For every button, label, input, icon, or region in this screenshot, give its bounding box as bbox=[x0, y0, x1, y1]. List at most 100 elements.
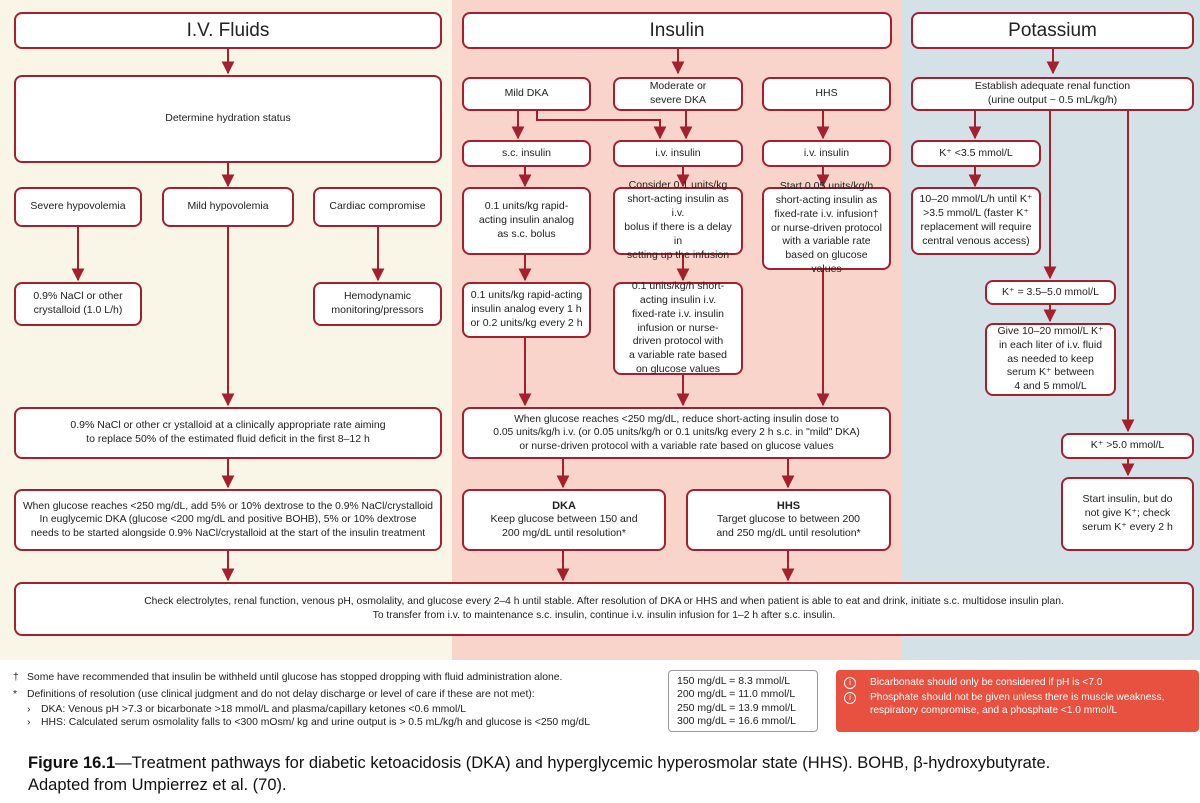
renal-line-1: Establish adequate renal function bbox=[974, 80, 1131, 93]
potassium-header-text: Potassium bbox=[1008, 19, 1097, 41]
reduce-dose-box: When glucose reaches <250 mg/dL, reduce … bbox=[462, 407, 891, 459]
dka-target-line-2: 200 mg/dL until resolution* bbox=[502, 527, 626, 540]
k-low-tx-line-4: central venous access) bbox=[922, 234, 1030, 247]
dagger-symbol: † bbox=[13, 672, 19, 683]
phosphate-warning-line-2: respiratory compromise, and a phosphate … bbox=[870, 705, 1118, 717]
start-line-2: short-acting insulin as bbox=[775, 193, 878, 206]
dextrose-box: When glucose reaches <250 mg/dL, add 5% … bbox=[14, 489, 442, 551]
dka-bullet: › bbox=[27, 704, 31, 715]
iv-fluids-header-text: I.V. Fluids bbox=[186, 19, 270, 41]
start-line-5: with a variable rate bbox=[782, 235, 871, 248]
moderate-severe-dka-box: Moderate or severe DKA bbox=[613, 77, 743, 111]
consider-line-4: setting up the infusion bbox=[626, 248, 730, 261]
nacl-crystalloid-box: 0.9% NaCl or other crystalloid (1.0 L/h) bbox=[14, 282, 142, 326]
nacl-crystalloid-line-1: 0.9% NaCl or other bbox=[33, 290, 123, 303]
k-high-box: K⁺ >5.0 mmol/L bbox=[1061, 433, 1194, 459]
k-low-tx-line-1: 10–20 mmol/L/h until K⁺ bbox=[919, 193, 1033, 206]
hhs-target-title: HHS bbox=[776, 499, 801, 512]
sc-insulin-text: s.c. insulin bbox=[501, 146, 552, 159]
dka-resolution-text: Venous pH >7.3 or bicarbonate >18 mmol/L… bbox=[68, 704, 467, 715]
dka-resolution-label: DKA: bbox=[41, 704, 66, 715]
k-mid-tx-line-2: in each liter of i.v. fluid bbox=[998, 338, 1103, 351]
reduce-line-3: or nurse-driven protocol with a variable… bbox=[519, 440, 834, 452]
hhs-bullet: › bbox=[27, 717, 31, 728]
moderate-dka-line-1: Moderate or bbox=[649, 80, 707, 93]
beta-symbol: β bbox=[913, 754, 923, 772]
dextrose-line-1: When glucose reaches <250 mg/dL, add 5% … bbox=[22, 500, 434, 512]
caption-text-1: —Treatment pathways for diabetic ketoaci… bbox=[115, 754, 914, 772]
hemodynamic-monitoring-box: Hemodynamic monitoring/pressors bbox=[313, 282, 442, 326]
dagger-text: Some have recommended that insulin be wi… bbox=[27, 672, 563, 683]
rapid-line-3: or 0.2 units/kg every 2 h bbox=[470, 316, 583, 329]
check-electrolytes-box: Check electrolytes, renal function, veno… bbox=[14, 582, 1194, 636]
reduce-line-1: When glucose reaches <250 mg/dL, reduce … bbox=[514, 413, 839, 425]
fluid-replacement-box: 0.9% NaCl or other cr ystalloid at a cli… bbox=[14, 407, 442, 459]
caption-text-2: -hydroxybutyrate. bbox=[922, 754, 1051, 772]
footnote-hhs: ›HHS: Calculated serum osmolality falls … bbox=[27, 716, 590, 730]
conversion-250: 250 mg/dL = 13.9 mmol/L bbox=[677, 701, 796, 714]
hhs-text: HHS bbox=[815, 87, 838, 100]
short-acting-infusion-box: 0.1 units/kg/h short- acting insulin i.v… bbox=[613, 280, 743, 376]
star-symbol: * bbox=[13, 689, 18, 700]
iv-insulin-box-dka: i.v. insulin bbox=[613, 140, 743, 167]
k-high-text: K⁺ >5.0 mmol/L bbox=[1090, 439, 1165, 452]
potassium-header: Potassium bbox=[911, 12, 1194, 49]
k-high-tx-line-3: serum K⁺ every 2 h bbox=[1082, 520, 1173, 533]
renal-function-box: Establish adequate renal function (urine… bbox=[911, 77, 1194, 111]
k-mid-tx-line-3: as needed to keep bbox=[1007, 352, 1094, 365]
sc-bolus-box: 0.1 units/kg rapid- acting insulin analo… bbox=[462, 187, 591, 255]
short-line-4: infusion or nurse- bbox=[637, 321, 719, 334]
short-line-7: on glucose values bbox=[635, 363, 721, 376]
hemodynamic-line-1: Hemodynamic bbox=[343, 290, 412, 303]
start-line-3: fixed-rate i.v. infusion† bbox=[774, 207, 879, 220]
start-line-6: based on glucose values bbox=[785, 249, 868, 276]
iv-insulin-hhs-text: i.v. insulin bbox=[803, 146, 850, 159]
start-infusion-box: Start 0.05 units/kg/h short-acting insul… bbox=[762, 180, 891, 275]
iv-insulin-dka-text: i.v. insulin bbox=[655, 146, 701, 159]
footnote-star: * Definitions of resolution (use clinical… bbox=[13, 688, 535, 702]
mild-dka-box: Mild DKA bbox=[462, 77, 591, 111]
caption-adapted: Adapted from Umpierrez et al. (70). bbox=[28, 776, 287, 795]
fluid-replacement-line-1: 0.9% NaCl or other cr ystalloid at a cli… bbox=[70, 419, 386, 432]
short-line-3: fixed-rate i.v. insulin bbox=[631, 307, 724, 320]
start-line-1: Start 0.05 units/kg/h bbox=[779, 180, 874, 192]
dka-target-title: DKA bbox=[552, 499, 576, 512]
cardiac-compromise-text: Cardiac compromise bbox=[329, 200, 426, 213]
figure-caption: Figure 16.1—Treatment pathways for diabe… bbox=[28, 752, 1188, 797]
short-line-5: driven protocol with bbox=[632, 335, 724, 348]
warning-box: i Bicarbonate should only be considered … bbox=[836, 670, 1199, 732]
figure-label: Figure 16.1 bbox=[28, 754, 116, 772]
star-text: Definitions of resolution (use clinical … bbox=[27, 689, 535, 700]
fluid-replacement-line-2: to replace 50% of the estimated fluid de… bbox=[86, 433, 370, 445]
renal-line-2: (urine output ~ 0.5 mL/kg/h) bbox=[987, 94, 1118, 106]
k-low-tx-line-3: replacement will require bbox=[920, 221, 1032, 233]
dka-target-box: DKA Keep glucose between 150 and 200 mg/… bbox=[462, 489, 666, 551]
k-high-tx-line-2: not give K⁺; check bbox=[1084, 507, 1171, 520]
consider-line-1: Consider 0.1 units/kg bbox=[628, 179, 728, 192]
sc-bolus-line-3: as s.c. bolus bbox=[497, 227, 556, 240]
hhs-target-line-2: and 250 mg/dL until resolution* bbox=[716, 527, 861, 540]
conversion-200: 200 mg/dL = 11.0 mmol/L bbox=[677, 688, 796, 701]
bicarbonate-warning-text: Bicarbonate should only be considered if… bbox=[870, 677, 1103, 688]
short-line-6: a variable rate based bbox=[628, 349, 728, 362]
footnote-dagger: † Some have recommended that insulin be w… bbox=[13, 671, 562, 685]
hemodynamic-line-2: monitoring/pressors bbox=[331, 304, 424, 316]
phosphate-warning-line-1: Phosphate should not be given unless the… bbox=[870, 692, 1165, 704]
hhs-target-line-1: Target glucose to between 200 bbox=[716, 513, 861, 526]
nacl-crystalloid-line-2: crystalloid (1.0 L/h) bbox=[33, 304, 123, 316]
mild-dka-text: Mild DKA bbox=[504, 87, 549, 100]
k-low-text: K⁺ <3.5 mmol/L bbox=[939, 146, 1013, 159]
rapid-line-1: 0.1 units/kg rapid-acting bbox=[470, 289, 583, 302]
check-line-2: To transfer from i.v. to maintenance s.c… bbox=[372, 610, 836, 621]
k-mid-box: K⁺ = 3.5–5.0 mmol/L bbox=[985, 280, 1116, 305]
k-mid-tx-line-1: Give 10–20 mmol/L K⁺ bbox=[997, 324, 1104, 337]
mild-hypovolemia-box: Mild hypovolemia bbox=[162, 187, 294, 227]
k-low-treatment-box: 10–20 mmol/L/h until K⁺ >3.5 mmol/L (fas… bbox=[911, 187, 1041, 255]
check-line-1: Check electrolytes, renal function, veno… bbox=[144, 596, 1064, 608]
k-mid-treatment-box: Give 10–20 mmol/L K⁺ in each liter of i.… bbox=[985, 323, 1116, 396]
info-circle-icon: i bbox=[844, 692, 856, 705]
consider-line-3: bolus if there is a delay in bbox=[624, 221, 732, 247]
severe-hypovolemia-box: Severe hypovolemia bbox=[14, 187, 142, 227]
hhs-box: HHS bbox=[762, 77, 891, 111]
dka-target-line-1: Keep glucose between 150 and bbox=[490, 513, 638, 526]
